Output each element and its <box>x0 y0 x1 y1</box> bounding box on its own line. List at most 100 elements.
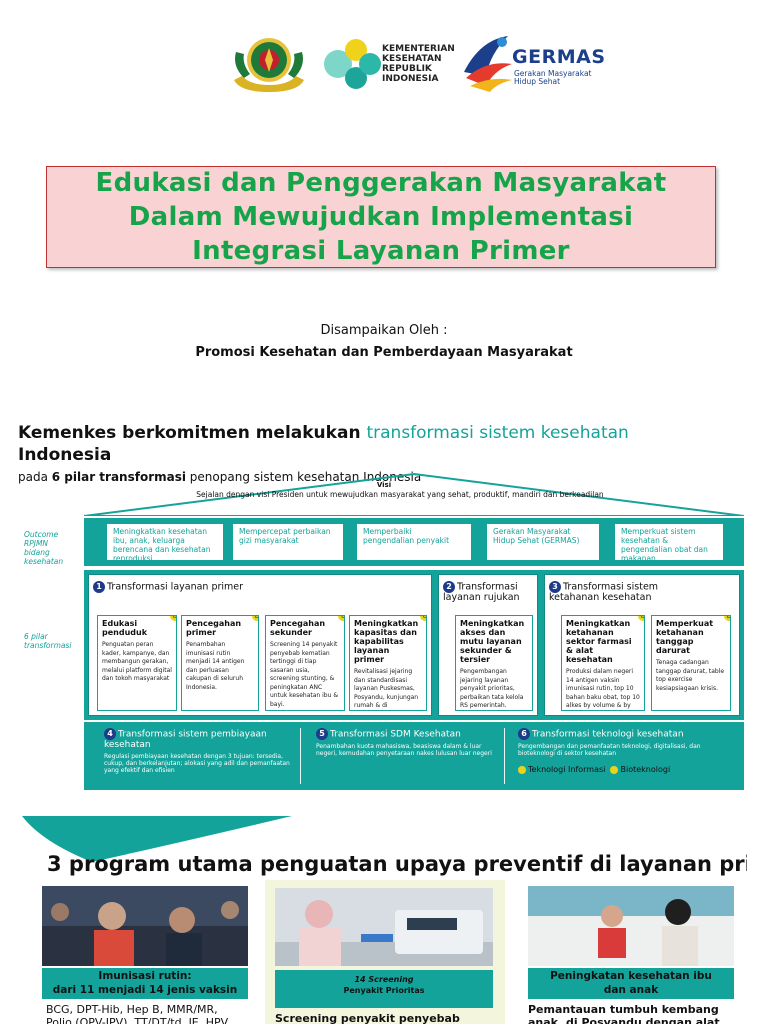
screening-caption-b: Penyakit Prioritas <box>343 986 425 995</box>
germas-subtitle: Gerakan Masyarakat Hidup Sehat <box>514 69 592 86</box>
sub-title: Meningkatkan ketahanan sektor farmasi & … <box>566 619 632 664</box>
sub-title: Edukasi penduduk <box>102 619 148 637</box>
immunization-body: BCG, DPT-Hib, Hep B, MMR/MR, Polio (OPV-… <box>46 1003 229 1024</box>
divider <box>300 728 301 784</box>
pillar-1-title: Transformasi layanan primer <box>107 581 244 593</box>
pillar-number: 6 <box>518 728 530 740</box>
sub-title: Pencegahan sekunder <box>270 619 326 637</box>
sub-title: Pencegahan primer <box>186 619 242 637</box>
bakti-husada-logo <box>234 38 304 92</box>
subtitle-bold: 6 pilar transformasi <box>51 470 186 484</box>
germas-word: GERMAS <box>512 46 606 68</box>
chip-label: Teknologi Informasi <box>528 765 606 774</box>
immunization-photo <box>42 886 248 966</box>
chip-bioteknologi: Bioteknologi <box>610 765 670 774</box>
chip-teknologi-informasi: Teknologi Informasi <box>518 765 605 774</box>
pillar-number: 1 <box>93 581 105 593</box>
subtitle-pre: pada <box>18 470 52 484</box>
teal-swoosh <box>22 816 292 862</box>
chip-label: Bioteknologi <box>620 765 671 774</box>
divider <box>504 728 505 784</box>
sub-pillar-3a: a Meningkatkan ketahanan sektor farmasi … <box>561 615 645 711</box>
kemenkes-logo <box>324 39 381 89</box>
outcome-label: Outcome RPJMN bidang kesehatan <box>24 530 64 566</box>
sub-pillar-1c: c Pencegahan sekunder Screening 14 penya… <box>265 615 345 711</box>
pilar-label: 6 pilar transformasi <box>24 632 72 650</box>
pillar-6-desc: Pengembangan dan pemanfaatan teknologi, … <box>518 743 701 757</box>
slide1-title-box: Edukasi dan Penggerakan Masyarakat Dalam… <box>46 166 716 268</box>
maternal-child-caption: Peningkatan kesehatan ibu dan anak <box>528 968 734 999</box>
slide3-title: 3 program utama penguatan upaya preventi… <box>47 852 747 876</box>
pillar-number: 4 <box>104 728 116 740</box>
sub-letter: a <box>170 616 176 621</box>
visi-text: Sejalan dengan visi Presiden untuk mewuj… <box>196 490 604 499</box>
chip-dot-icon <box>610 765 619 774</box>
sub-desc: Screening 14 penyakit penyebab kematian … <box>270 641 338 708</box>
house-roof <box>84 472 744 516</box>
sub-desc: Revitalisasi jejaring dan standardisasi … <box>354 668 419 709</box>
slide2-title-plain: Kemenkes berkomitmen melakukan <box>18 423 367 443</box>
kemenkes-logo-text: KEMENTERIAN KESEHATAN REPUBLIK INDONESIA <box>382 44 455 84</box>
slide1-title: Edukasi dan Penggerakan Masyarakat Dalam… <box>95 168 667 266</box>
sub-desc: Produksi dalam negeri 14 antigen vaksin … <box>566 668 640 709</box>
sub-desc: Tenaga cadangan tanggap darurat, table t… <box>656 659 725 692</box>
pillar-5-desc: Penambahan kuota mahasiswa, beasiswa dal… <box>316 743 492 757</box>
pillar-4-desc: Regulasi pembiayaan kesehatan dengan 3 t… <box>104 753 290 774</box>
presented-by-label: Disampaikan Oleh : <box>320 323 448 338</box>
screening-caption: 14 Screening Penyakit Prioritas <box>275 970 493 1008</box>
sub-pillar-1b: b Pencegahan primer Penambahan imunisasi… <box>181 615 259 711</box>
pillar-number: 2 <box>443 581 455 593</box>
slide2-title-highlight: transformasi sistem kesehatan <box>366 423 629 443</box>
pillar-number: 3 <box>549 581 561 593</box>
chip-dot-icon <box>518 765 526 774</box>
sub-desc: Penambahan imunisasi rutin menjadi 14 an… <box>186 641 245 691</box>
pillar-5-title: Transformasi SDM Kesehatan <box>330 729 461 740</box>
visi-label: Visi <box>376 481 392 489</box>
program-screening: 14 Screening Penyakit Prioritas Screenin… <box>265 880 505 1024</box>
maternal-child-photo <box>528 886 734 966</box>
sub-letter: c <box>338 616 344 621</box>
outcome-band: Meningkatkan kesehatan ibu, anak, keluar… <box>84 518 744 566</box>
sub-letter: d <box>420 616 426 621</box>
pillar-2-title: Transformasi layanan rujukan <box>443 581 520 603</box>
outcome-card: Gerakan Masyarakat Hidup Sehat (GERMAS) <box>486 523 600 561</box>
sub-desc: Pengembangan jejaring layanan penyakit p… <box>460 668 524 709</box>
pillar-4-title: Transformasi sistem pembiayaan kesehatan <box>104 729 267 750</box>
immunization-caption: Imunisasi rutin: dari 11 menjadi 14 jeni… <box>42 968 248 999</box>
germas-logo <box>464 36 512 92</box>
outcome-card: Meningkatkan kesehatan ibu, anak, keluar… <box>106 523 224 561</box>
outcome-card: Memperbaiki pengendalian penyakit <box>356 523 472 561</box>
screening-body: Screening penyakit penyebab <box>275 1012 460 1024</box>
screening-photo <box>275 888 493 966</box>
sub-letter: a <box>638 616 644 621</box>
outcome-card: Memperkuat sistem kesehatan & pengendali… <box>614 523 724 561</box>
maternal-child-body: Pemantauan tumbuh kembang anak, di Posya… <box>528 1003 720 1024</box>
sub-letter: b <box>724 616 730 621</box>
sub-title: Memperkuat ketahanan tanggap darurat <box>656 619 714 655</box>
slide2-title-end: Indonesia <box>18 445 112 465</box>
slide2-title: Kemenkes berkomitmen melakukan transform… <box>18 422 738 466</box>
sub-letter: b <box>252 616 258 621</box>
pillar-3-title: Transformasi sistem ketahanan kesehatan <box>549 581 659 603</box>
sub-title: Meningkatkan kapasitas dan kapabilitas l… <box>354 619 419 664</box>
sub-pillar-1d: d Meningkatkan kapasitas dan kapabilitas… <box>349 615 427 711</box>
pillar-6-title: Transformasi teknologi kesehatan <box>532 729 684 740</box>
sub-pillar-3b: b Memperkuat ketahanan tanggap darurat T… <box>651 615 731 711</box>
pillar-number: 5 <box>316 728 328 740</box>
sub-desc: Penguatan peran kader, kampanye, dan mem… <box>102 641 172 682</box>
sub-pillar-2: Meningkatkan akses dan mutu layanan seku… <box>455 615 533 711</box>
